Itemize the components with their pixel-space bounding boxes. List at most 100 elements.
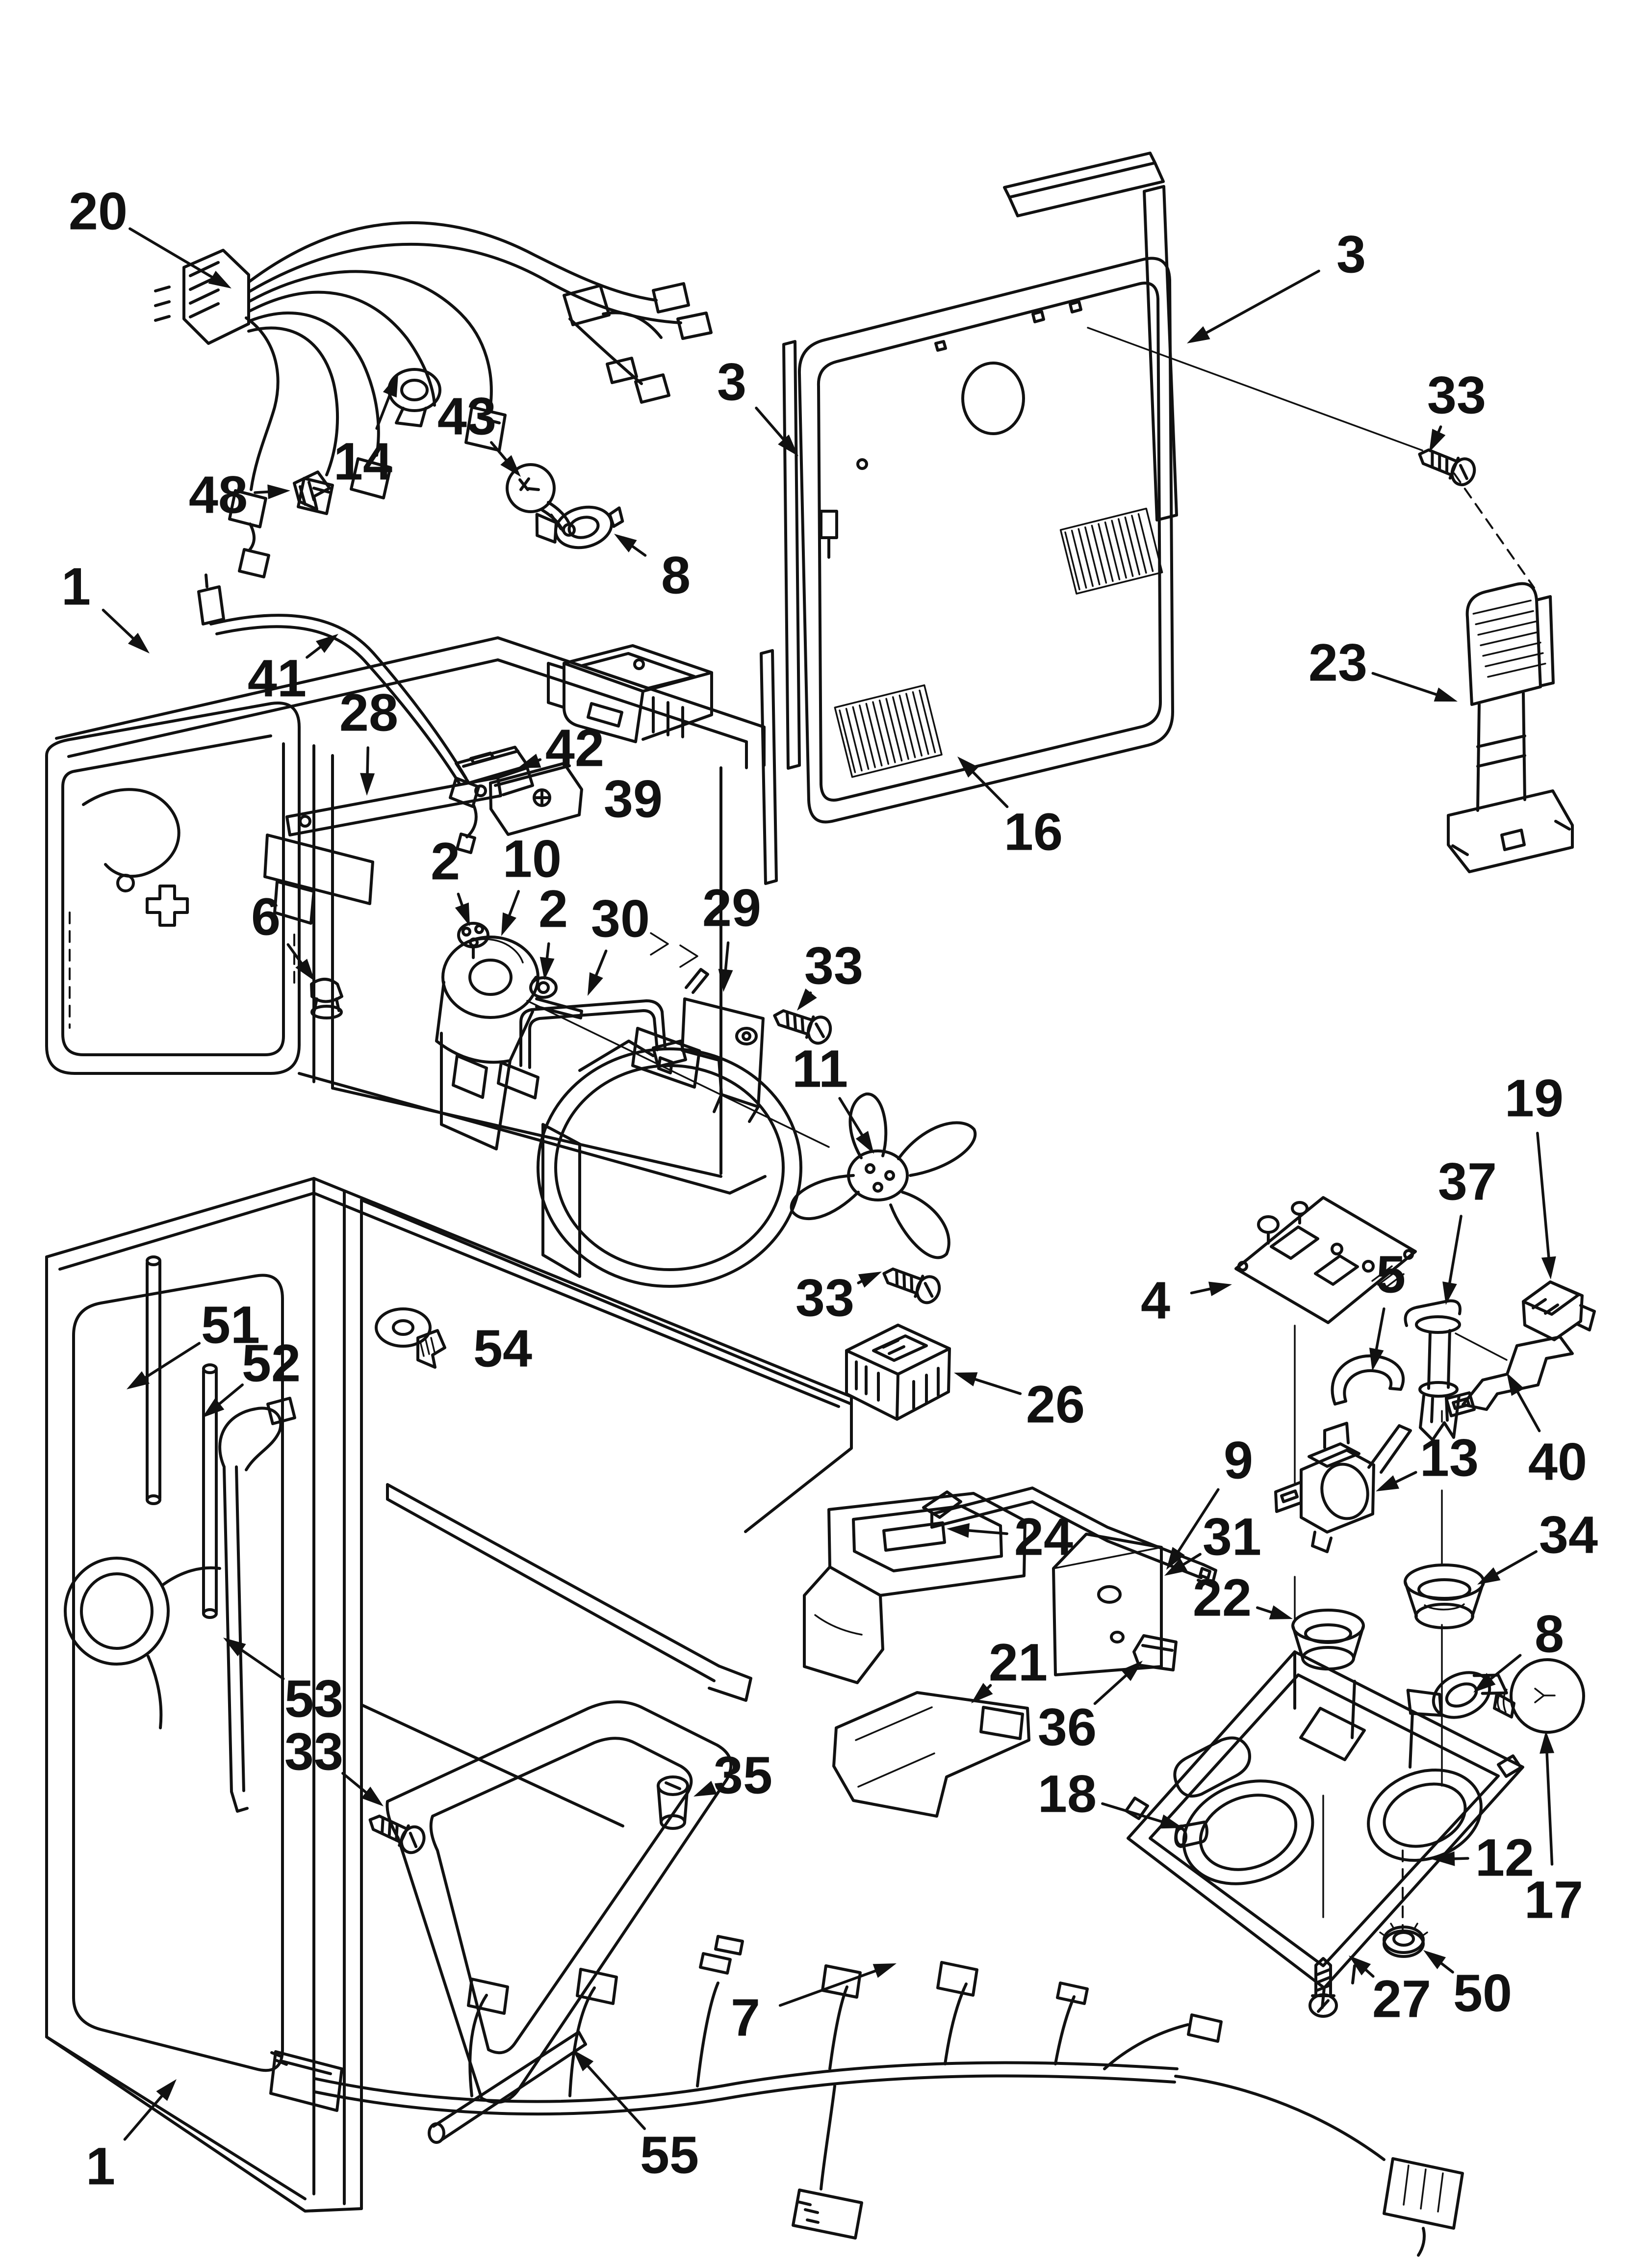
screw-33-fan <box>879 1261 943 1306</box>
callout-leader-line <box>341 1772 372 1798</box>
callout-leader-line <box>235 1645 285 1680</box>
callout-arrowhead <box>208 270 231 288</box>
sensor-strip-53 <box>218 1397 296 1813</box>
callout-leader-line <box>755 406 789 445</box>
callout-3-11: 3 <box>1187 225 1366 343</box>
bracket-29 <box>681 968 765 1123</box>
callout-arrowhead <box>1429 429 1446 452</box>
lever-37 <box>1404 1299 1508 1441</box>
callout-arrowhead <box>539 957 555 980</box>
callout-7-50: 7 <box>731 1963 897 2047</box>
callout-label-1: 1 <box>61 557 91 616</box>
callout-53-27: 53 <box>223 1638 343 1728</box>
callout-arrowhead <box>1121 1661 1143 1681</box>
callout-4-33: 4 <box>1141 1271 1232 1330</box>
callout-leader-line <box>213 1383 244 1409</box>
callout-arrowhead <box>971 1683 993 1703</box>
cup-34 <box>1404 1564 1485 1629</box>
callout-arrowhead <box>223 1638 246 1657</box>
callout-label-52: 52 <box>242 1333 301 1393</box>
callout-label-16: 16 <box>1004 802 1063 861</box>
callout-34-38: 34 <box>1477 1505 1598 1585</box>
callout-label-55: 55 <box>640 2125 699 2185</box>
callout-label-1: 1 <box>86 2137 115 2196</box>
callout-51-25: 51 <box>127 1295 260 1389</box>
callout-arrowhead <box>588 972 603 996</box>
callout-arrowhead <box>267 484 290 499</box>
callout-leader-line <box>123 2090 167 2141</box>
callout-arrowhead <box>855 1131 874 1154</box>
callout-43-2: 43 <box>437 387 521 477</box>
callout-arrowhead <box>295 959 315 981</box>
callout-label-34: 34 <box>1539 1505 1598 1564</box>
callout-label-2: 2 <box>431 832 460 891</box>
defrost-wire-41 <box>197 574 480 854</box>
callout-arrowhead <box>1541 1256 1556 1279</box>
callout-16-14: 16 <box>957 756 1063 861</box>
callout-arrowhead <box>360 773 375 796</box>
callout-label-39: 39 <box>604 769 663 829</box>
callout-8-4: 8 <box>614 534 691 605</box>
callout-arrowhead <box>1187 326 1210 343</box>
callout-48-3: 48 <box>189 465 290 524</box>
callout-arrowhead <box>1477 1567 1501 1585</box>
nut-50 <box>1379 1923 1428 1958</box>
screw-33-top <box>1414 442 1478 488</box>
callout-30-19: 30 <box>588 889 650 996</box>
callout-arrowhead <box>1539 1731 1555 1754</box>
freezer-liner-1 <box>45 636 767 1195</box>
callout-label-29: 29 <box>702 878 761 938</box>
bulb-43 <box>506 463 576 537</box>
callout-arrowhead <box>1376 1475 1400 1491</box>
callout-label-30: 30 <box>591 889 650 948</box>
callout-leader-line <box>1545 1746 1554 1866</box>
callout-label-20: 20 <box>69 182 128 241</box>
callout-label-12: 12 <box>1475 1828 1534 1887</box>
chevron-marks <box>650 932 698 968</box>
callout-2-16: 2 <box>431 832 470 926</box>
callout-35-29: 35 <box>693 1746 772 1805</box>
callout-37-31: 37 <box>1438 1152 1497 1305</box>
callout-arrowhead <box>128 632 150 653</box>
callout-arrowhead <box>718 968 733 992</box>
callout-arrowhead <box>954 1372 978 1386</box>
callout-leader-line <box>778 1967 882 2007</box>
callout-11-22: 11 <box>792 1039 874 1154</box>
callout-arrowhead <box>957 756 979 778</box>
callout-label-3: 3 <box>717 352 746 412</box>
callout-label-43: 43 <box>437 387 496 446</box>
callout-42-8: 42 <box>517 718 604 778</box>
callout-leader-line <box>1485 1654 1522 1684</box>
callout-leader-line <box>1093 1670 1132 1705</box>
callout-label-23: 23 <box>1308 633 1367 692</box>
control-box-26 <box>845 1324 951 1421</box>
cup-22 <box>1291 1609 1365 1670</box>
gasket-3-left <box>760 340 801 885</box>
evaporator-panel-16 <box>797 257 1174 824</box>
callout-leader-line <box>1514 1385 1541 1433</box>
callout-arrowhead <box>156 2079 177 2101</box>
callout-21-42: 21 <box>971 1633 1048 1703</box>
callout-leader-line <box>1374 1307 1385 1356</box>
callout-18-44: 18 <box>1038 1764 1183 1829</box>
bulb-8-console <box>1493 1658 1585 1734</box>
air-duct-21 <box>832 1691 1030 1818</box>
callout-label-31: 31 <box>1203 1507 1261 1566</box>
callout-label-36: 36 <box>1038 1697 1097 1757</box>
callout-5-32: 5 <box>1369 1245 1406 1371</box>
damper-13 <box>1274 1422 1412 1553</box>
callout-arrowhead <box>500 455 521 477</box>
lamp-socket-8-console <box>1406 1671 1508 1719</box>
callout-label-14: 14 <box>334 432 392 491</box>
callout-33-21: 33 <box>797 936 863 1011</box>
callout-label-51: 51 <box>201 1295 260 1355</box>
standoff-35 <box>657 1775 689 1830</box>
callout-arrowhead <box>1473 1672 1496 1693</box>
drain-loop <box>64 1557 221 1729</box>
callout-arrowhead <box>1166 1547 1185 1570</box>
callout-10-17: 10 <box>501 829 562 936</box>
clip-5 <box>1331 1354 1405 1406</box>
grommet-2-right <box>529 976 558 999</box>
